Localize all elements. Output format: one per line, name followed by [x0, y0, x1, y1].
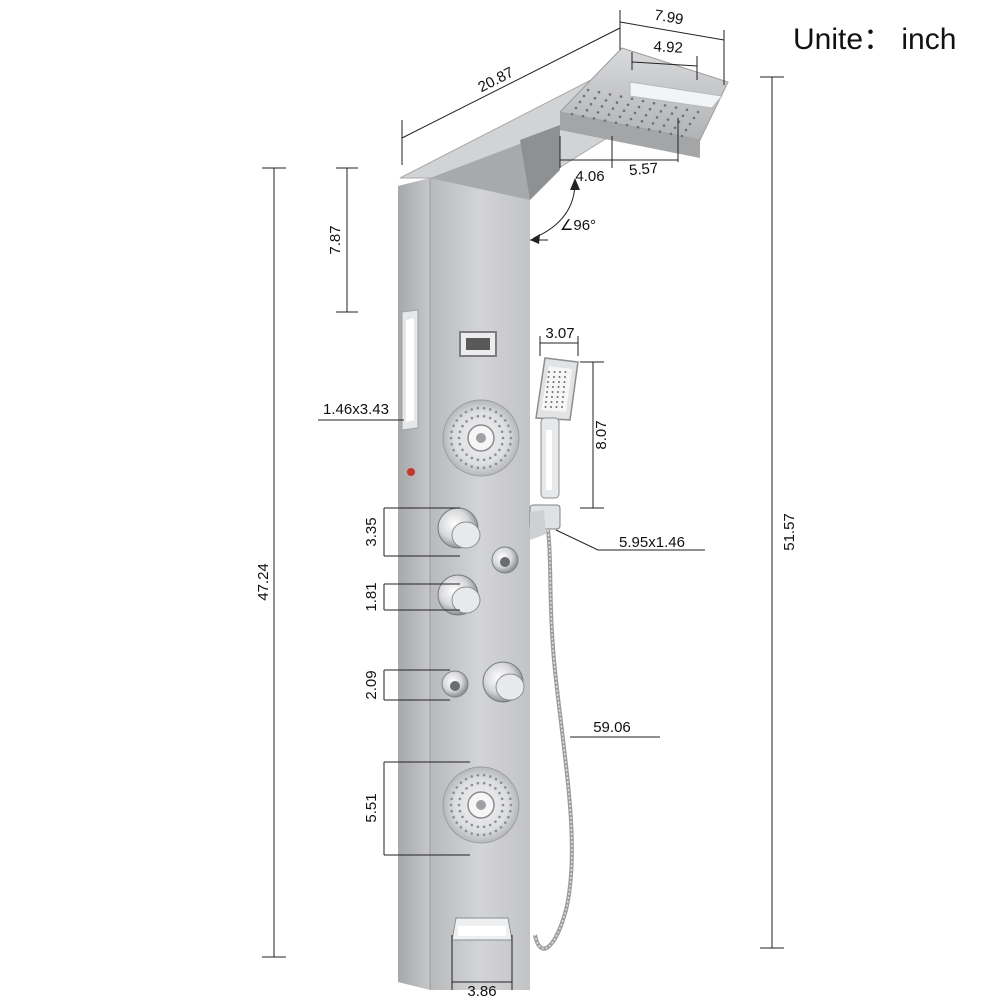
dim-holder: 5.95x1.46: [619, 534, 685, 551]
dim-massage-jet: 5.51: [363, 793, 380, 822]
control-knob-3[interactable]: [482, 661, 525, 703]
dim-base-width: 3.86: [467, 983, 496, 1000]
dim-panel-height: 47.24: [255, 563, 272, 601]
massage-jet-top: [442, 399, 520, 477]
bottom-spout: [451, 917, 513, 941]
dim-handheld-height: 8.07: [593, 420, 610, 449]
indicator-light: [407, 468, 415, 476]
dim-top-section: 7.87: [327, 225, 344, 254]
handheld-holder: [529, 504, 561, 540]
dim-head-depth: 7.99: [653, 7, 685, 29]
dim-head-inner: 4.92: [653, 38, 683, 57]
dim-jet-gap: 2.09: [363, 670, 380, 699]
body-jet-2: [441, 670, 469, 698]
dim-angle: ∠96°: [560, 217, 596, 234]
unit-label: Unite： inch: [793, 23, 956, 56]
rain-shower-head: [559, 47, 729, 158]
dim-top-width: 20.87: [475, 64, 516, 96]
control-knob-2[interactable]: [437, 574, 481, 616]
dim-hose-length: 59.06: [593, 719, 631, 736]
temperature-display: [459, 331, 497, 357]
dim-head-offset: 4.06: [575, 168, 604, 185]
dim-total-height: 51.57: [781, 513, 798, 551]
dim-handheld-width: 3.07: [545, 325, 574, 342]
handheld-shower[interactable]: [535, 357, 579, 499]
massage-jet-bottom: [442, 766, 520, 844]
dim-head-width: 5.57: [628, 160, 659, 179]
shower-hose: [533, 529, 574, 951]
tub-spout: [401, 309, 419, 431]
body-jet-1: [491, 546, 519, 574]
dim-knob-2: 1.81: [363, 582, 380, 611]
dim-knob-1: 3.35: [363, 517, 380, 546]
dimension-lines: [262, 10, 784, 990]
control-knob-1[interactable]: [437, 507, 481, 549]
dim-tub-spout: 1.46x3.43: [323, 401, 389, 418]
